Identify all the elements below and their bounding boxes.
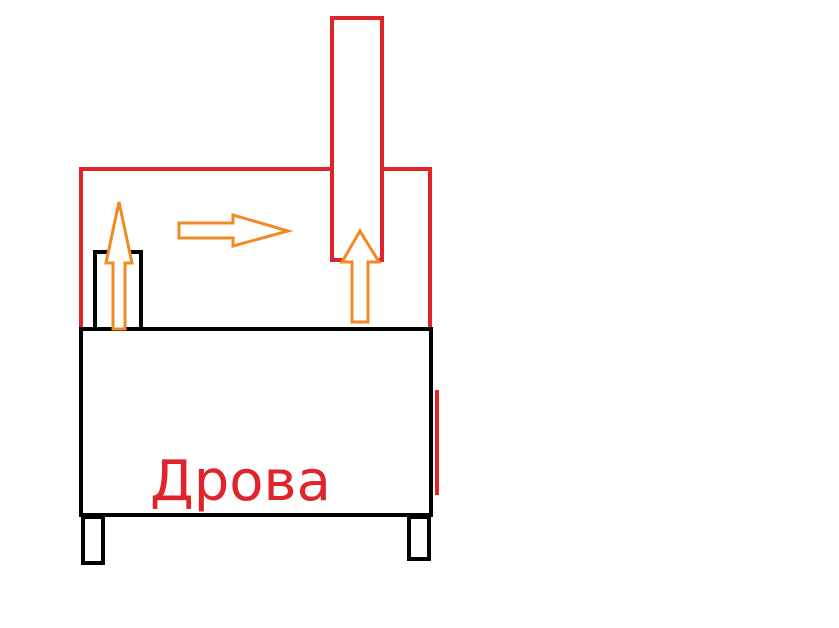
arrow-right — [177, 213, 294, 248]
arrow-up-left — [104, 201, 134, 331]
chimney — [330, 16, 384, 262]
arrow-up-chimney — [339, 228, 382, 324]
firebox-label: Дрова — [150, 449, 331, 514]
firebox — [79, 327, 433, 517]
right-leg — [407, 515, 431, 561]
left-leg — [81, 515, 105, 565]
